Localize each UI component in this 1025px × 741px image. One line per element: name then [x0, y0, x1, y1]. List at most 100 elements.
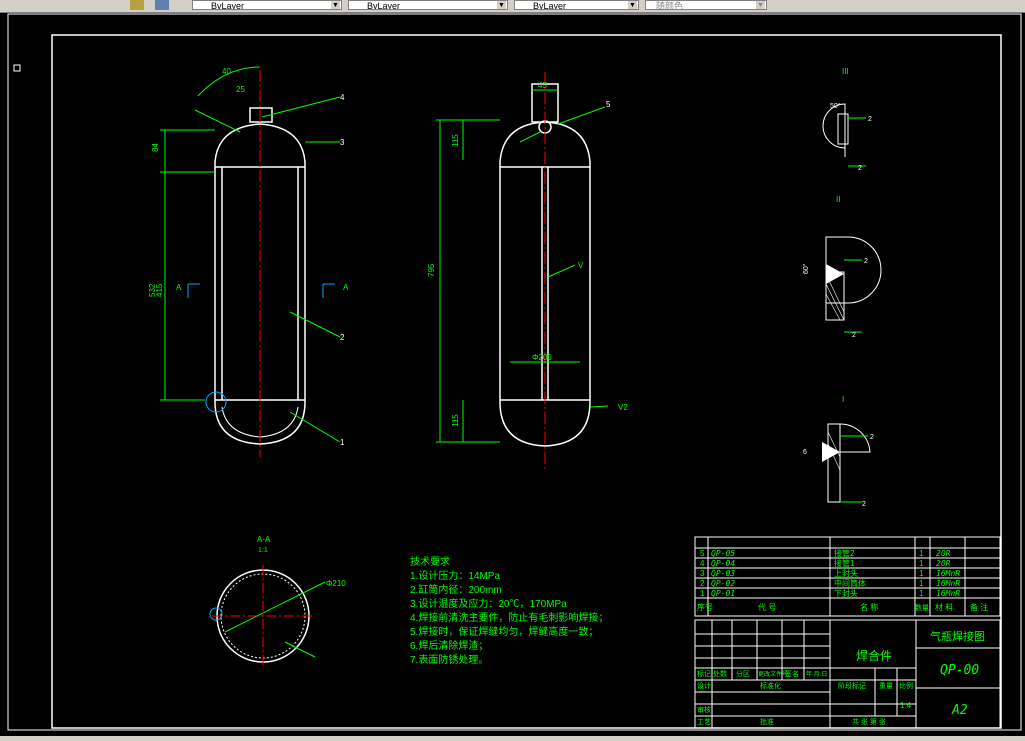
bom-header-code: 代 号 [758, 602, 776, 612]
tb-std: 标准化 [760, 681, 781, 690]
dim-40: 40 [222, 67, 231, 76]
dim-795: 795 [427, 263, 436, 277]
plotstyle-combo[interactable]: 随颜色▼ [645, 0, 767, 10]
layer-icon[interactable] [130, 0, 144, 10]
dim-25: 25 [236, 85, 245, 94]
balloon-5: 5 [606, 100, 611, 109]
section-mark-a-left: A [176, 283, 182, 292]
tb-date: 年.月.日 [806, 670, 827, 678]
section-marks [187, 283, 335, 298]
section-title-aa: A-A [257, 535, 271, 544]
bom-row-no: 2 [700, 579, 705, 588]
tb-approve: 批准 [760, 717, 774, 726]
tb-check: 审核 [697, 705, 711, 714]
dim-2-a: 2 [868, 116, 872, 123]
section-mark-a-right: A [343, 283, 349, 292]
bom-header-name: 名 称 [860, 602, 878, 612]
lineweight-combo[interactable]: ByLayer▼ [514, 0, 639, 10]
tb-count: 处数 [713, 669, 727, 678]
bom-row-code: QP-01 [711, 589, 735, 598]
bom-row-name: 中间筒体 [834, 578, 866, 588]
dim-6: 6 [803, 449, 807, 456]
bom-header-no: 序号 [697, 602, 713, 612]
bom-header-qty: 数量 [915, 603, 929, 612]
bom-row-material: 20R [936, 549, 951, 558]
dim-84: 84 [151, 143, 160, 152]
dim-phi200: Φ200 [532, 353, 552, 362]
dim-2-e: 2 [870, 434, 874, 441]
tb-ratio: 比例 [899, 681, 913, 690]
bom-row-no: 1 [700, 589, 705, 598]
dim-60deg: 60° [802, 263, 810, 274]
linetype-combo[interactable]: ByLayer▼ [348, 0, 508, 10]
detail-label-ii: II [836, 195, 840, 204]
bom-row-material: 16MnR [936, 589, 960, 598]
chevron-down-icon[interactable]: ▼ [497, 1, 506, 9]
bom-row-qty: 1 [919, 559, 924, 568]
bom-table [694, 536, 1001, 617]
detail-label-i: I [842, 395, 844, 404]
bom-row-no: 4 [700, 559, 705, 568]
tb-scale-value: 1:4 [900, 701, 912, 710]
weld-v: V [578, 261, 584, 270]
bom-row-name: 接管2 [834, 548, 855, 558]
tech-note-2: 2.缸筒内径：200mm [410, 583, 502, 596]
tb-weight: 重量 [879, 682, 893, 690]
chevron-down-icon[interactable]: ▼ [628, 1, 637, 9]
tb-sign: 签名 [785, 669, 799, 678]
bom-row-code: QP-03 [711, 569, 735, 578]
dim-2-d: 2 [852, 332, 856, 339]
bom-header-material: 材 料 [935, 602, 953, 612]
layers-stack-icon[interactable] [155, 0, 169, 10]
bom-row-material: 16MnR [936, 579, 960, 588]
tb-part-name: 焊合件 [856, 648, 892, 663]
bom-row-qty: 1 [919, 589, 924, 598]
bom-header-remark: 备 注 [970, 602, 988, 612]
dim-115-bottom: 115 [451, 414, 460, 427]
tech-title: 技术要求 [410, 555, 450, 568]
dim-2-b: 2 [858, 165, 862, 172]
paper-inner-border [51, 34, 1002, 729]
bom-row-no: 5 [700, 549, 705, 558]
bom-row-name: 下封头 [834, 588, 858, 598]
detail-ii [825, 236, 882, 333]
bom-row-material: 20R [936, 559, 951, 568]
chevron-down-icon[interactable]: ▼ [331, 1, 340, 9]
ucs-icon [13, 64, 21, 72]
tech-note-1: 1.设计压力：14MPa [410, 569, 500, 582]
bom-row-qty: 1 [919, 579, 924, 588]
balloon-2: 2 [340, 333, 345, 342]
bom-rows: 5 QP-05 接管2 1 20R 4 QP-04 接管1 1 20R 3 QP… [697, 548, 988, 612]
section-aa-view [209, 565, 326, 667]
tech-note-4: 4.焊接前清洗主要件，防止有毛刺影响焊接； [410, 611, 608, 624]
bom-row-qty: 1 [919, 569, 924, 578]
tb-design: 设计 [697, 681, 711, 690]
tech-note-6: 6.焊后清除焊渣； [410, 639, 488, 652]
bom-row-qty: 1 [919, 549, 924, 558]
tb-craft: 工艺 [697, 718, 711, 726]
dim-2-f: 2 [862, 501, 866, 508]
tb-zone: 分区 [736, 669, 750, 678]
balloon-3: 3 [340, 138, 345, 147]
bom-row-code: QP-05 [711, 549, 735, 558]
detail-label-iii: III [842, 67, 849, 76]
title-block-text: 标记 处数 分区 更改文件号 签名 年.月.日 设计 标准化 阶段标记 重量 比… [697, 669, 913, 726]
weld-v2: V2 [618, 403, 628, 412]
tech-note-3: 3.设计温度及应力：20℃，170MPa [410, 597, 567, 610]
dim-45: 45 [538, 81, 547, 90]
dim-415: 415 [155, 283, 164, 297]
bom-row-material: 16MnR [936, 569, 960, 578]
color-combo[interactable]: ByLayer▼ [192, 0, 342, 10]
bom-row-code: QP-04 [711, 559, 735, 568]
properties-toolbar: ByLayer▼ ByLayer▼ ByLayer▼ 随颜色▼ [0, 0, 1025, 13]
tb-sheet-size: A2 [951, 703, 968, 718]
tb-doc: 更改文件号 [758, 670, 788, 678]
tech-requirements: 技术要求 1.设计压力：14MPa 2.缸筒内径：200mm 3.设计温度及应力… [410, 555, 608, 666]
paper-outer-border [7, 13, 1022, 731]
drawing-canvas[interactable]: 84 532 415 40 25 4 3 2 1 A A 795 115 115… [0, 12, 1025, 736]
dim-50deg: 50° [830, 102, 841, 110]
tb-drawing-no: QP-00 [940, 663, 979, 678]
detail-i [822, 423, 871, 503]
dim-115-top: 115 [451, 134, 460, 147]
dim-2-c: 2 [864, 258, 868, 265]
